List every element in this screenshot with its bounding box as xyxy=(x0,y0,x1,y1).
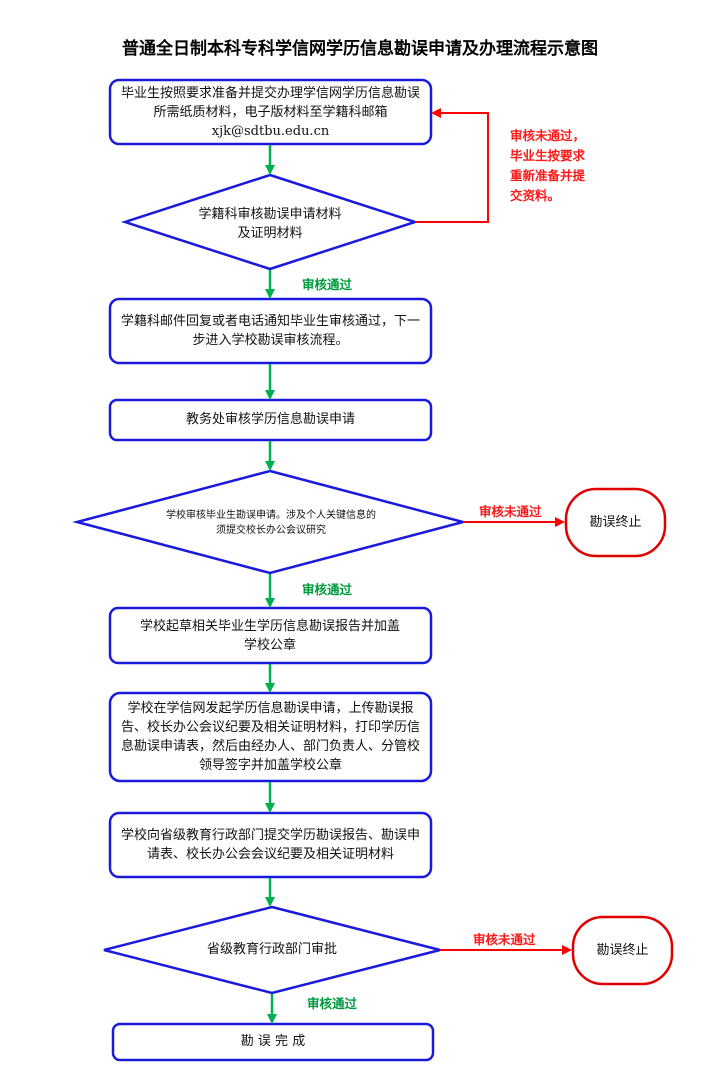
step4-box xyxy=(108,606,433,665)
pass-label-3: 审核通过 xyxy=(307,996,358,1011)
step2-label: 学籍科邮件回复或者电话通知毕业生审核通过，下一步进入学校勘误审核流程。 xyxy=(120,314,420,348)
terminal2-shape xyxy=(571,915,674,986)
reject-note-3: 审核未通过 xyxy=(473,932,536,947)
decision1-diamond xyxy=(120,173,420,271)
arrow-reject-loop xyxy=(415,108,489,223)
step4-label: 学校起草相关毕业生学历信息勘误报告并加盖学校公章 xyxy=(139,619,400,653)
reject-note-2: 审核未通过 xyxy=(479,504,542,519)
page-title: 普通全日制本科专科学信网学历信息勘误申请及办理流程示意图 xyxy=(122,39,598,59)
decision3-diamond xyxy=(103,905,441,995)
terminal1-label: 勘误终止 xyxy=(589,515,642,530)
decision2-diamond xyxy=(72,469,468,575)
pass-label-2: 审核通过 xyxy=(302,582,353,597)
reject-note-1: 审核未通过，毕业生按要求重新准备并提交资料。 xyxy=(510,128,586,203)
pass-label-1: 审核通过 xyxy=(302,277,353,292)
terminal2-label: 勘误终止 xyxy=(596,943,649,958)
step1-label: 毕业生按照要求准备并提交办理学信网学历信息勘误所需纸质材料，电子版材料至学籍科邮… xyxy=(120,86,420,139)
terminal1-shape xyxy=(564,487,667,558)
step3-box xyxy=(108,398,433,442)
step5-label: 学校在学信网发起学历信息勘误申请，上传勘误报告、校长办公会议纪要及相关证明材料，… xyxy=(120,701,420,773)
step6-label: 学校向省级教育行政部门提交学历勘误报告、勘误申请表、校长办公会会议纪要及相关证明… xyxy=(120,828,420,862)
decision2-label: 学校审核毕业生勘误申请。涉及个人关键信息的须提交校长办公会议研究 xyxy=(166,510,376,536)
step2-box xyxy=(108,297,433,365)
step3-label: 教务处审核学历信息勘误申请 xyxy=(185,412,355,427)
step6-box xyxy=(108,811,433,879)
step7-box xyxy=(111,1022,435,1062)
step7-label: 勘 误 完 成 xyxy=(240,1034,306,1049)
decision3-label: 省级教育行政部门审批 xyxy=(206,942,337,957)
decision1-label: 学籍科审核勘误申请材料及证明材料 xyxy=(198,207,342,241)
step5-box xyxy=(108,691,433,783)
